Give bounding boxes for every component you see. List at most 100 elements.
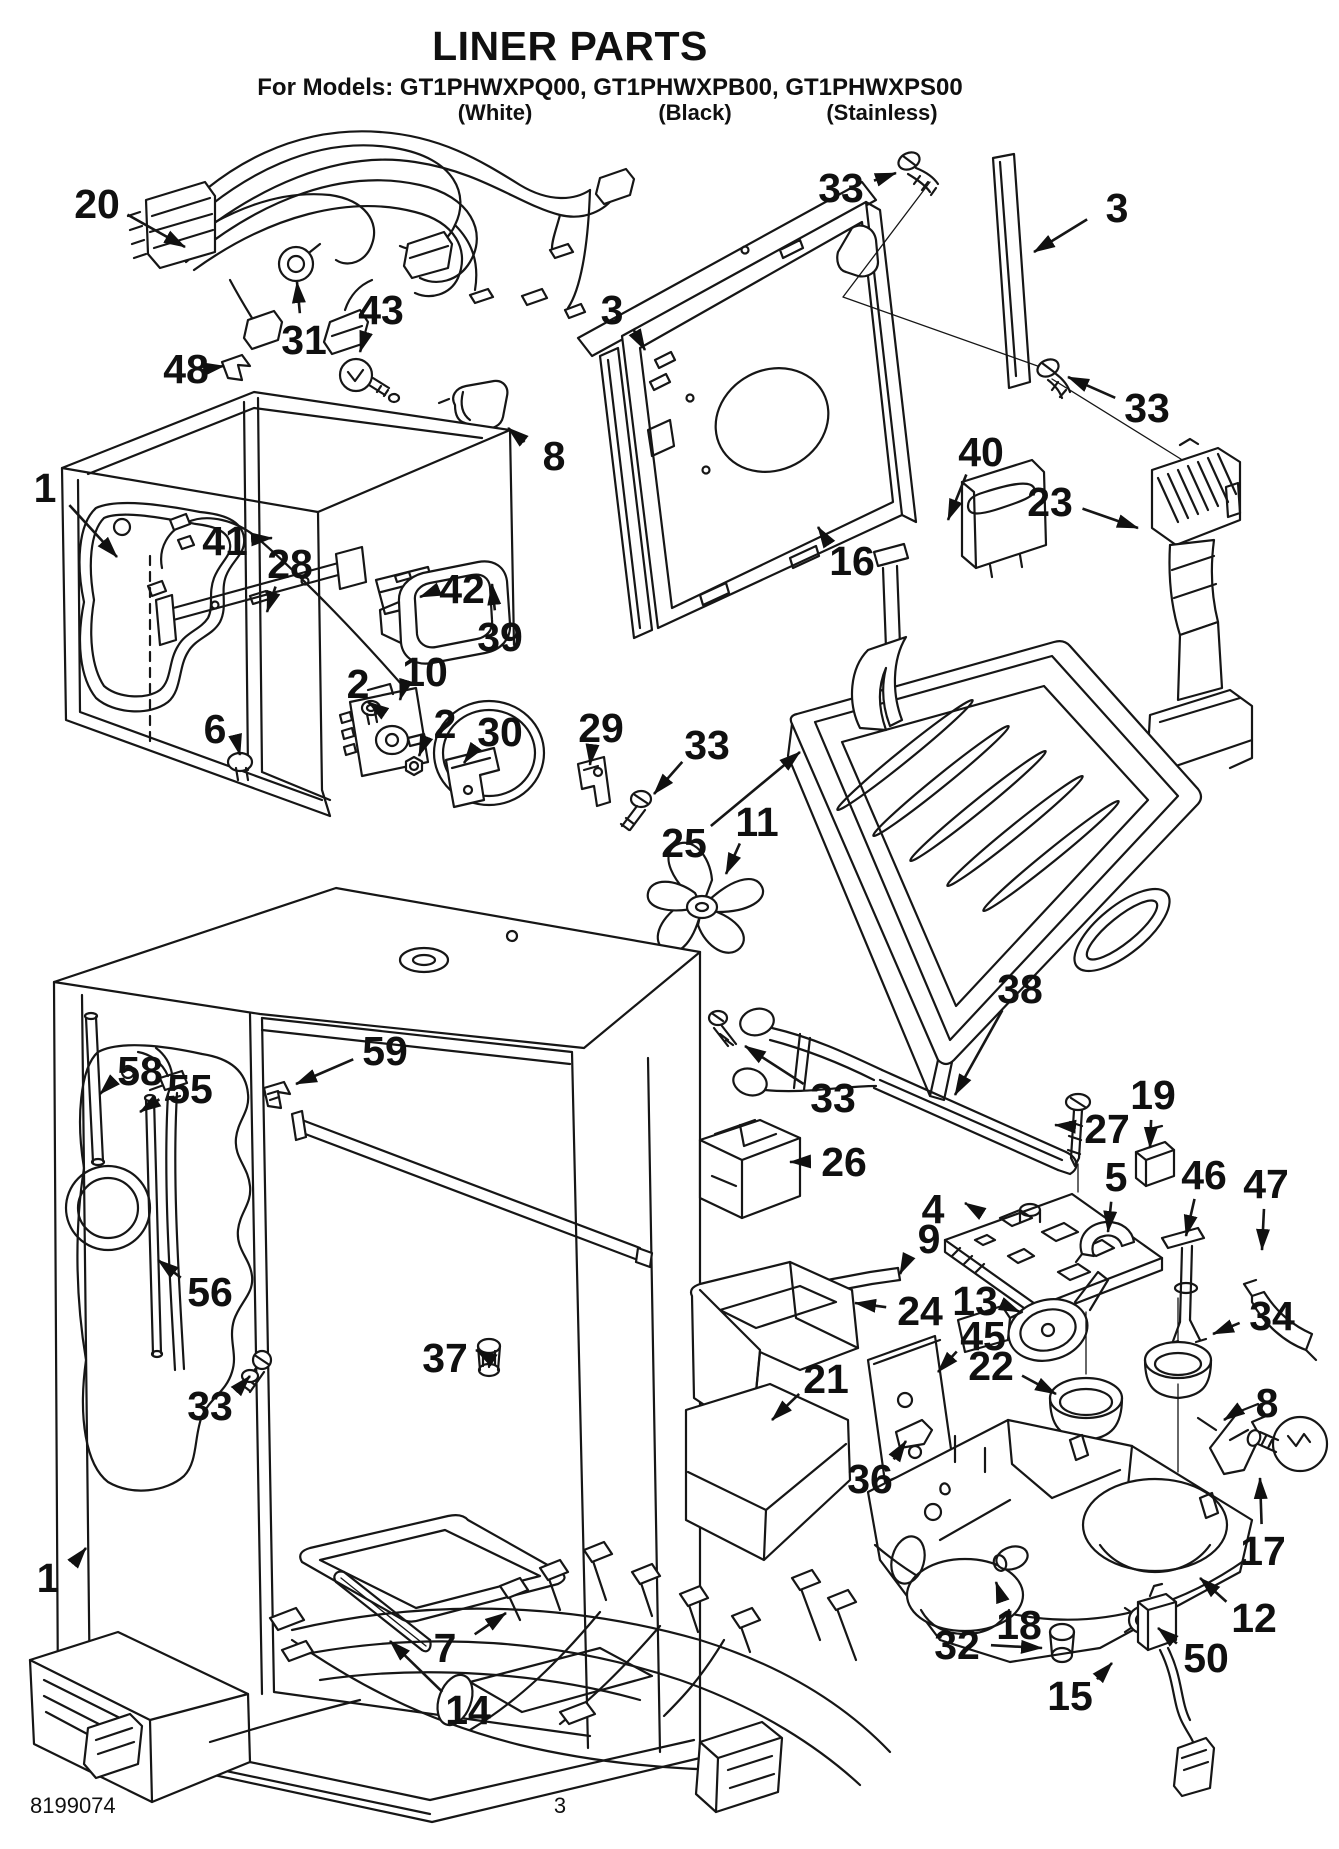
callout-arrow-2-a: [367, 700, 390, 720]
callout-arrow-6: [228, 732, 242, 756]
callout-label-41: 41: [202, 518, 248, 564]
callout-arrow-56: [157, 1258, 182, 1279]
callout-label-23: 23: [1027, 479, 1073, 525]
callout-arrow-19: [1143, 1119, 1158, 1149]
callout-arrow-59: [295, 1058, 354, 1086]
diagram-line-art: [28, 130, 1329, 1824]
callout-label-30: 30: [477, 709, 523, 755]
callout-arrow-8-top: [507, 426, 529, 447]
callout-arrow-55: [139, 1094, 162, 1114]
callout-arrow-33-bottom-left: [230, 1375, 251, 1397]
frame-top-strip: [576, 180, 878, 358]
callout-arrow-48: [202, 362, 225, 377]
clip-part: [220, 353, 252, 382]
callout-label-20: 20: [74, 181, 120, 227]
wire-harness-part: [126, 130, 636, 356]
footer-block: 8199074 3: [30, 1793, 566, 1818]
callout-arrow-20: [126, 213, 186, 249]
callout-arrow-58: [99, 1074, 120, 1095]
callout-label-39: 39: [477, 614, 523, 660]
callout-arrow-25: [710, 751, 801, 828]
callout-arrow-3-left: [628, 328, 647, 351]
callout-label-33-bottom-left: 33: [187, 1383, 233, 1429]
callout-label-33-right: 33: [1124, 385, 1170, 431]
callout-label-40: 40: [958, 429, 1004, 475]
callout-arrow-31: [291, 281, 306, 314]
air-duct-housing: [866, 1418, 1254, 1798]
callout-label-28: 28: [267, 541, 313, 587]
callout-label-13: 13: [952, 1278, 998, 1324]
callout-label-18: 18: [996, 1602, 1042, 1648]
callout-arrow-12: [1199, 1577, 1228, 1603]
callout-label-36: 36: [847, 1456, 893, 1502]
callout-arrow-39: [487, 583, 502, 611]
callout-arrow-5: [1103, 1201, 1118, 1233]
callout-arrow-42: [419, 582, 443, 599]
callout-label-8-top: 8: [543, 433, 566, 479]
callout-label-32: 32: [934, 1622, 980, 1668]
doc-number: 8199074: [30, 1793, 116, 1818]
callout-arrow-22: [1021, 1374, 1057, 1396]
callout-label-3-right: 3: [1106, 185, 1129, 231]
callout-label-55: 55: [167, 1066, 213, 1112]
callout-label-31: 31: [281, 317, 327, 363]
callout-arrow-21: [771, 1393, 801, 1421]
callout-arrow-50: [1157, 1626, 1179, 1647]
support-rail-part: [732, 1007, 1078, 1176]
callout-label-59: 59: [362, 1028, 408, 1074]
callout-label-1-top: 1: [34, 465, 57, 511]
callout-arrow-13: [997, 1297, 1021, 1314]
callout-label-58: 58: [117, 1048, 163, 1094]
callout-label-37: 37: [422, 1335, 468, 1381]
bulb-and-socket-top: [338, 357, 509, 440]
callout-label-2-a: 2: [347, 661, 370, 707]
callout-label-29: 29: [578, 705, 624, 751]
callout-label-34: 34: [1249, 1293, 1295, 1339]
callout-arrow-26: [789, 1154, 812, 1169]
callout-arrow-32: [990, 1639, 1043, 1654]
callout-arrow-17: [1253, 1477, 1268, 1525]
callout-arrow-33-mid: [744, 1044, 805, 1086]
finish-label-white: (White): [458, 100, 533, 125]
callout-arrow-2-b: [417, 733, 434, 757]
callout-arrow-28: [265, 586, 281, 613]
callout-label-16: 16: [829, 538, 875, 584]
callout-arrow-36: [888, 1440, 908, 1463]
frame-left-strip: [598, 346, 654, 640]
callout-arrow-33-right: [1067, 375, 1116, 399]
callout-arrow-37: [475, 1348, 498, 1367]
callout-label-10: 10: [402, 649, 448, 695]
callout-label-5: 5: [1105, 1154, 1128, 1200]
callout-label-47: 47: [1243, 1161, 1289, 1207]
finish-label-stainless: (Stainless): [826, 100, 937, 125]
page-title: LINER PARTS: [432, 23, 708, 69]
callout-label-33-mid: 33: [810, 1075, 856, 1121]
callout-label-24: 24: [897, 1288, 943, 1334]
callout-label-56: 56: [187, 1269, 233, 1315]
callout-arrow-15: [1092, 1662, 1113, 1684]
screws-and-alignment-lines: [842, 151, 1185, 462]
callout-arrow-14: [389, 1640, 444, 1693]
callout-label-2-b: 2: [434, 701, 457, 747]
callout-label-33-top: 33: [818, 165, 864, 211]
evaporator-panel-and-frames: [576, 152, 1032, 640]
callout-arrow-24: [854, 1298, 887, 1313]
callout-label-17: 17: [1240, 1528, 1286, 1574]
callout-label-38: 38: [997, 966, 1043, 1012]
callout-label-21: 21: [803, 1356, 849, 1402]
callout-label-4: 4: [922, 1186, 945, 1232]
callout-arrow-34: [1212, 1319, 1241, 1336]
dispenser-auger-part: [1146, 437, 1254, 788]
callout-arrow-47: [1256, 1208, 1271, 1251]
callout-label-6: 6: [204, 706, 227, 752]
callout-arrow-43: [358, 329, 373, 353]
callout-label-27: 27: [1084, 1106, 1130, 1152]
callout-label-50: 50: [1183, 1635, 1229, 1681]
callout-label-14: 14: [445, 1687, 491, 1733]
callout-arrow-46: [1183, 1198, 1198, 1237]
drain-tube-part: [333, 1570, 432, 1653]
callout-arrow-4: [964, 1201, 987, 1221]
callout-arrow-45: [937, 1350, 958, 1373]
